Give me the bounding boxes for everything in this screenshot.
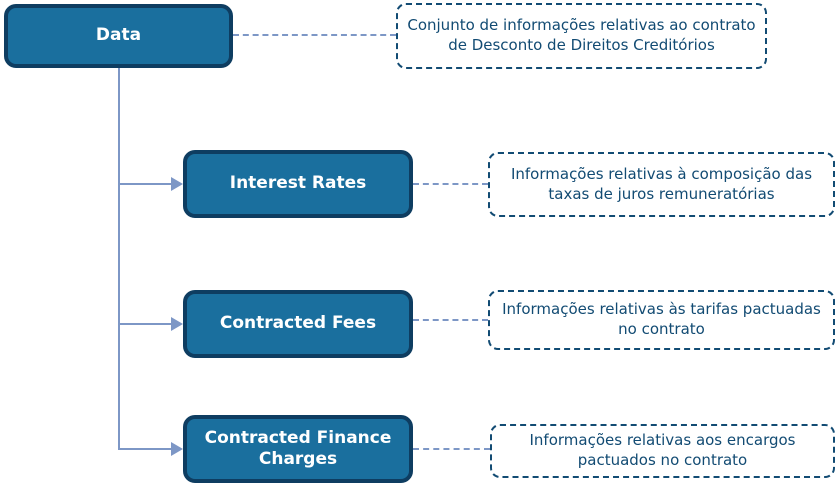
annotation-contracted-finance-charges-description: Informações relativas aos encargos pactu…: [490, 424, 835, 478]
connector-branch-contracted-fees: [119, 323, 172, 325]
annotation-interest-rates-description: Informações relativas à composição das t…: [488, 152, 835, 217]
dashed-connector-interest-rates-annotation: [413, 183, 488, 185]
arrowhead-icon: [171, 442, 183, 456]
node-contracted-finance-charges: Contracted Finance Charges: [183, 415, 413, 483]
annotation-data-description: Conjunto de informações relativas ao con…: [396, 3, 767, 69]
connector-trunk-line: [118, 68, 120, 450]
node-data: Data: [4, 4, 233, 68]
node-interest-rates: Interest Rates: [183, 150, 413, 218]
connector-branch-contracted-finance-charges: [119, 448, 172, 450]
connector-branch-interest-rates: [119, 183, 172, 185]
node-contracted-fees: Contracted Fees: [183, 290, 413, 358]
dashed-connector-contracted-fees-annotation: [413, 319, 488, 321]
dashed-connector-contracted-finance-charges-annotation: [413, 448, 490, 450]
arrowhead-icon: [171, 317, 183, 331]
annotation-contracted-fees-description: Informações relativas às tarifas pactuad…: [488, 290, 835, 350]
arrowhead-icon: [171, 177, 183, 191]
dashed-connector-data-annotation: [233, 34, 396, 36]
